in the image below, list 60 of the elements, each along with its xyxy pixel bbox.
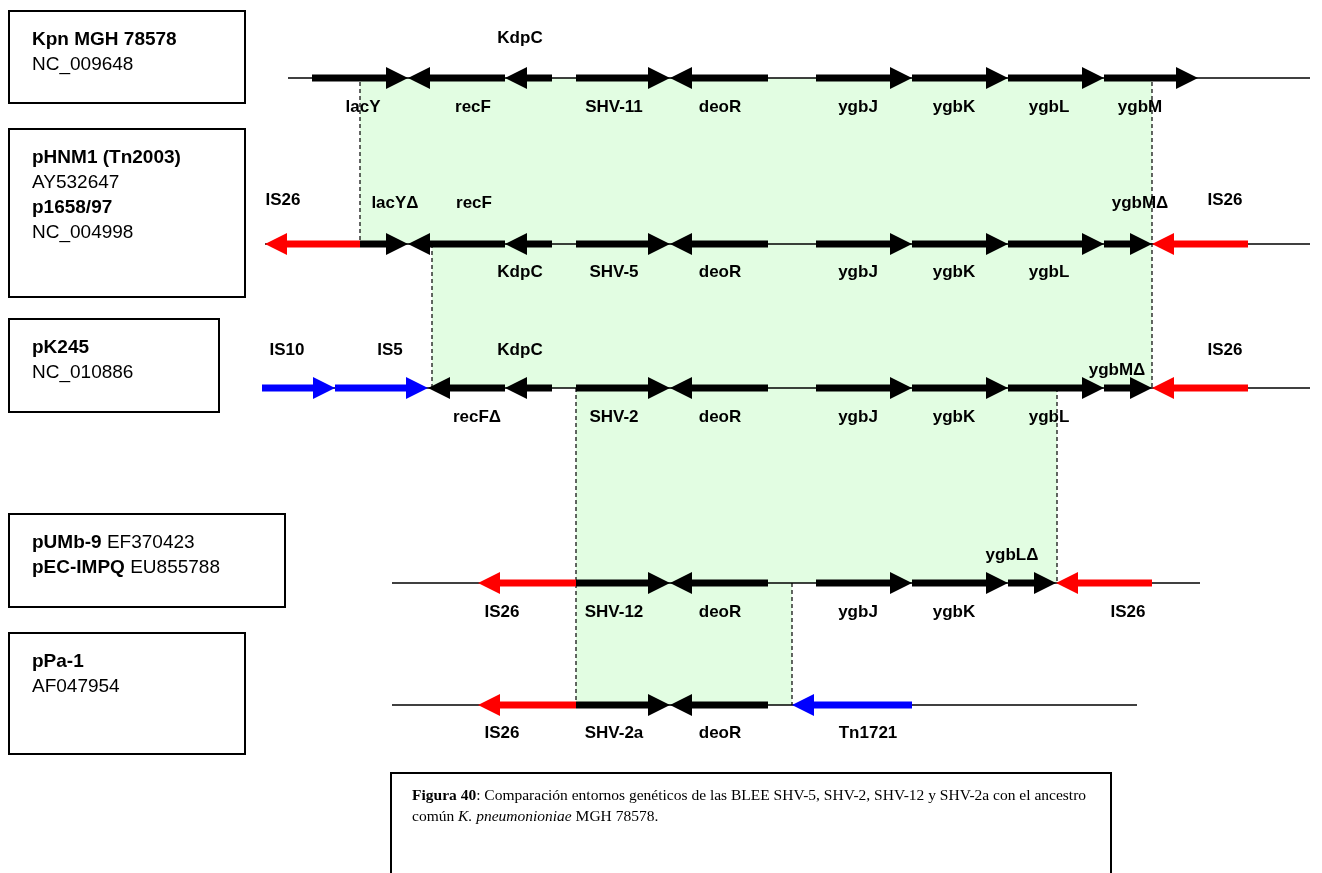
gene-label: KdpC — [497, 28, 543, 48]
gene-label: IS26 — [1110, 602, 1146, 622]
accession-text: pUMb-9 EF370423 — [32, 530, 195, 554]
gene-label: IS26 — [484, 723, 520, 743]
gene-label: ygbM — [1117, 97, 1163, 117]
strain-name: pK245 — [32, 335, 90, 359]
gene-label: ygbLΔ — [985, 545, 1039, 565]
accession-text: AF047954 — [32, 674, 120, 698]
gene-label: ygbJ — [838, 602, 878, 622]
gene-label: SHV-12 — [584, 602, 644, 622]
strain-box — [8, 128, 246, 298]
gene-label: ygbJ — [838, 407, 878, 427]
gene-label: deoR — [698, 407, 742, 427]
gene-label: deoR — [698, 97, 742, 117]
accession-text: NC_004998 — [32, 220, 134, 244]
gene-label: ygbL — [1028, 407, 1070, 427]
gene-label: lacYΔ — [371, 193, 419, 213]
gene-label: ygbL — [1028, 262, 1070, 282]
gene-label: IS26 — [1207, 340, 1243, 360]
gene-label: ygbK — [932, 97, 976, 117]
gene-label: SHV-11 — [585, 97, 643, 117]
gene-label: lacY — [345, 97, 381, 117]
gene-label: recF — [455, 97, 491, 117]
gene-label: ygbMΔ — [1111, 193, 1169, 213]
gene-label: IS5 — [377, 340, 403, 360]
gene-label: ygbJ — [838, 97, 878, 117]
strain-box — [8, 318, 220, 413]
gene-label: IS26 — [484, 602, 520, 622]
figure-caption: Figura 40: Comparación entornos genéticos de las BLEE SHV-5, SHV-2, SHV-12 y SHV-2a con el ancestro común K. pneumonioniae MGH 78578. — [390, 772, 1112, 873]
strain-box — [8, 632, 246, 755]
gene-label: ygbMΔ — [1088, 360, 1146, 380]
accession-text: AY532647 — [32, 170, 120, 194]
strain-box — [8, 10, 246, 104]
gene-label: ygbJ — [838, 262, 878, 282]
gene-label: ygbK — [932, 602, 976, 622]
gene-label: deoR — [698, 262, 742, 282]
gene-label: IS10 — [269, 340, 305, 360]
gene-label: ygbK — [932, 407, 976, 427]
strain-name: Kpn MGH 78578 — [32, 27, 177, 51]
gene-label: IS26 — [1207, 190, 1243, 210]
gene-label: recFΔ — [452, 407, 502, 427]
gene-label: Tn1721 — [838, 723, 898, 743]
strain-name: p1658/97 — [32, 195, 113, 219]
accession-text: NC_010886 — [32, 360, 134, 384]
strain-name: pHNM1 (Tn2003) — [32, 145, 181, 169]
gene-label: ygbL — [1028, 97, 1070, 117]
strain-name: pPa-1 — [32, 649, 84, 673]
gene-label: KdpC — [497, 340, 543, 360]
gene-label: deoR — [698, 723, 742, 743]
gene-label: SHV-2a — [584, 723, 644, 743]
gene-label: deoR — [698, 602, 742, 622]
gene-label: SHV-5 — [589, 262, 639, 282]
strain-box — [8, 513, 286, 608]
gene-label: IS26 — [265, 190, 301, 210]
gene-label: KdpC — [497, 262, 543, 282]
accession-text: pEC-IMPQ EU855788 — [32, 555, 220, 579]
gene-label: recF — [456, 193, 492, 213]
gene-label: ygbK — [932, 262, 976, 282]
gene-label: SHV-2 — [589, 407, 639, 427]
accession-text: NC_009648 — [32, 52, 134, 76]
